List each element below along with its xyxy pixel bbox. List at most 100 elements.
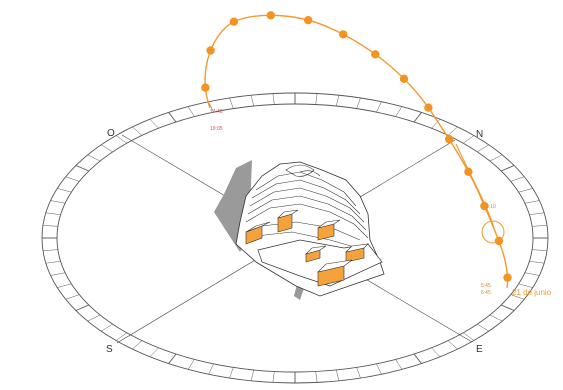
sun-hour-marker (494, 236, 504, 246)
compass-tick (272, 93, 275, 105)
sun-hour-marker (339, 30, 348, 39)
compass-tick (532, 249, 548, 251)
terrain-model (214, 160, 385, 300)
compass-tick (510, 294, 525, 300)
compass-tick (132, 340, 143, 350)
compass-tick (42, 225, 58, 227)
compass-tick (524, 200, 540, 204)
sun-hour-marker (445, 135, 454, 144)
compass-tick (500, 165, 515, 172)
sun-hour-marker (206, 46, 215, 55)
compass-tick (477, 323, 489, 332)
compass-tick (50, 272, 66, 276)
sun-hour-markers (201, 11, 512, 282)
compass-tick (65, 294, 80, 300)
compass-tick (149, 347, 159, 357)
compass-tick (45, 261, 61, 264)
building-block-5 (304, 245, 327, 263)
compass-tick (500, 304, 515, 311)
compass-label-west: O (107, 128, 115, 139)
compass-tick (532, 225, 548, 227)
compass-tick (57, 188, 72, 193)
compass-tick (208, 101, 214, 113)
compass-tick (229, 97, 234, 109)
compass-tick (510, 176, 525, 182)
compass-tick (315, 371, 318, 383)
compass-tick (529, 212, 545, 215)
compass-tick (431, 347, 441, 357)
compass-tick (168, 353, 177, 364)
sun-hour-marker (503, 273, 512, 282)
compass-tick (463, 332, 475, 341)
sun-hour-marker (229, 17, 239, 26)
compass-tick (42, 249, 58, 251)
sunrise-time-label-b: 6:45 (481, 290, 491, 296)
compass-label-east: E (476, 344, 483, 355)
compass-tick (356, 367, 361, 379)
sun-position-ring (481, 220, 505, 244)
compass-tick (376, 101, 382, 113)
compass-tick (356, 97, 361, 109)
compass-tick (447, 126, 458, 136)
sun-hour-marker (266, 11, 275, 20)
compass-tick (413, 353, 422, 364)
compass-label-north: N (476, 129, 483, 140)
compass-tick-marks (42, 93, 548, 383)
building-block-6 (317, 259, 353, 287)
sunrise-leg (455, 143, 496, 233)
compass-tick (250, 369, 254, 381)
compass-tick (57, 283, 72, 288)
compass-tick (518, 188, 533, 193)
compass-tick (477, 144, 489, 153)
compass-rings (41, 92, 549, 384)
compass-tick (229, 367, 234, 379)
compass-tick (489, 314, 503, 322)
compass-tick (489, 154, 503, 162)
building-block-4 (345, 243, 369, 263)
sun-hour-marker (399, 74, 409, 84)
compass-tick (101, 323, 113, 332)
compass-tick (187, 106, 195, 117)
compass-tick (413, 112, 422, 123)
compass-tick (132, 126, 143, 136)
compass-tick (45, 212, 61, 215)
compass-tick (75, 165, 90, 172)
sunset-time-label-a: 14:48 (210, 109, 223, 115)
compass-tick (518, 283, 533, 288)
building-blocks (245, 209, 369, 287)
sun-path (201, 11, 512, 289)
compass-tick (315, 93, 318, 105)
compass-tick (87, 154, 101, 162)
compass-label-south: S (106, 344, 113, 355)
compass-tick (395, 106, 403, 117)
compass-tick (50, 200, 66, 204)
sun-hour-marker (371, 50, 380, 59)
compass-tick (250, 95, 254, 107)
compass-tick (463, 135, 475, 144)
date-label: 21 de junio (512, 288, 552, 297)
compass-tick (447, 340, 458, 350)
compass-tick (115, 332, 127, 341)
compass-tick (101, 144, 113, 153)
sun-hour-marker (201, 83, 210, 92)
sun-hour-marker (424, 103, 433, 112)
sun-hour-marker (464, 167, 473, 176)
sun-hour-marker (480, 201, 489, 211)
compass-tick (149, 119, 159, 129)
compass-tick (336, 369, 340, 381)
compass-tick (65, 176, 80, 182)
compass-tick (272, 371, 275, 383)
compass-tick (524, 272, 540, 276)
sunset-time-label-b: 19:05 (210, 126, 223, 132)
sunrise-time-label-a: 5:45 (481, 283, 491, 289)
compass-tick (208, 363, 214, 375)
compass-tick (75, 304, 90, 311)
building-block-1 (245, 221, 271, 245)
compass-tick (529, 261, 545, 264)
compass-tick (87, 314, 101, 322)
compass-tick (187, 359, 195, 370)
sun-hour-marker (304, 16, 313, 25)
building-block-3 (317, 219, 341, 241)
compass-tick (376, 363, 382, 375)
